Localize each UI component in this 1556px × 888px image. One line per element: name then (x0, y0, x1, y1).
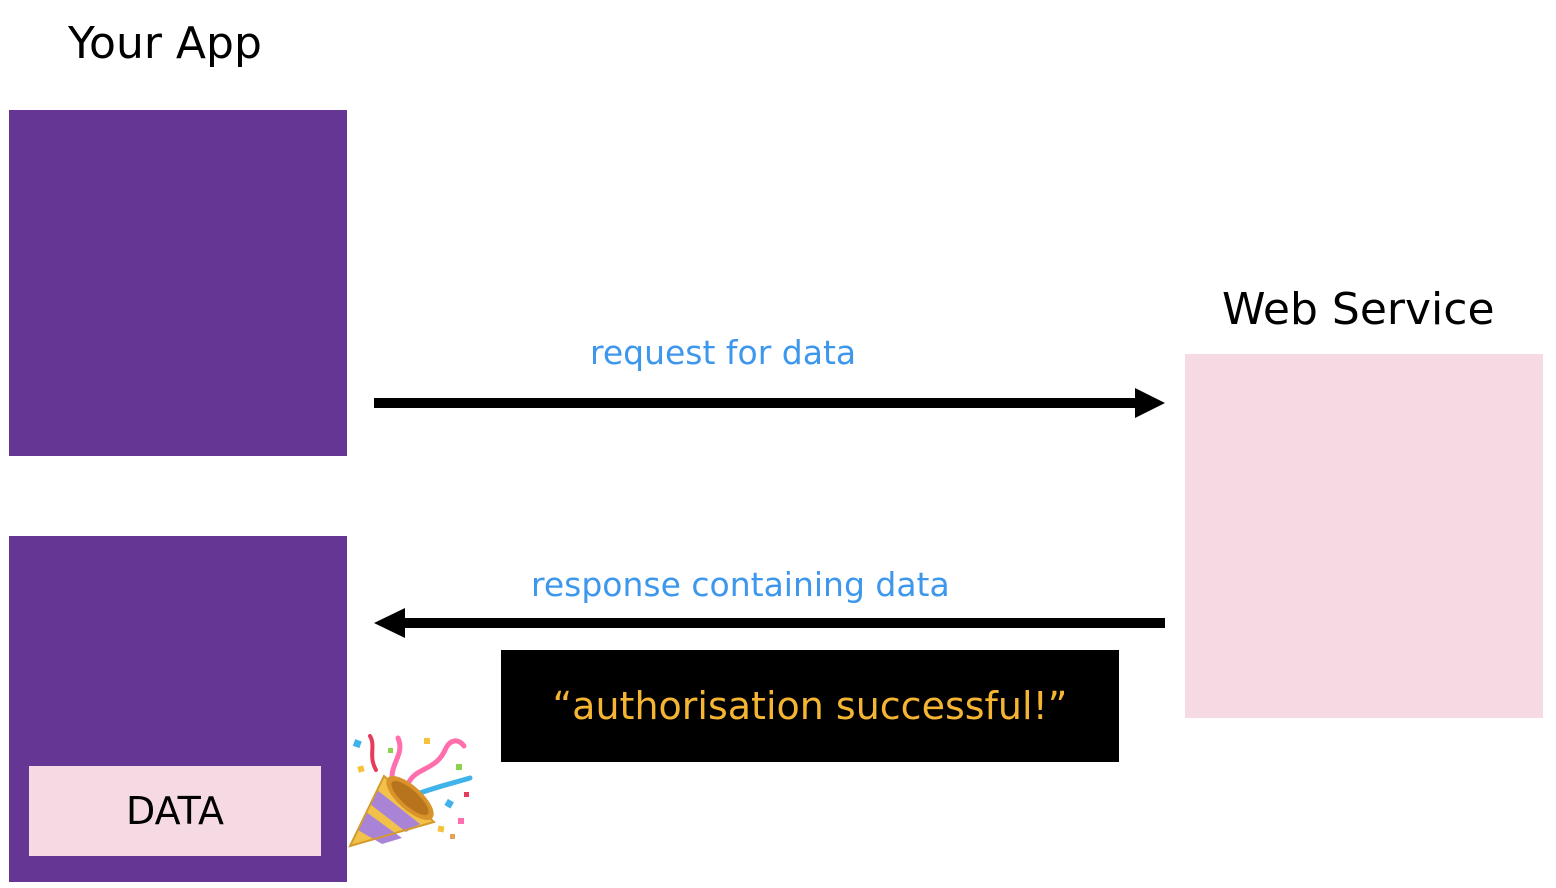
app-box-after: DATA (9, 536, 347, 882)
authorisation-status-banner: “authorisation successful!” (501, 650, 1119, 762)
app-box-before (9, 110, 347, 456)
request-label: request for data (590, 333, 857, 372)
your-app-title: Your App (68, 18, 262, 69)
web-service-title: Web Service (1222, 284, 1495, 335)
party-popper-icon (348, 734, 473, 848)
response-arrow (374, 608, 1165, 638)
request-arrow (374, 388, 1165, 418)
web-service-box (1185, 354, 1543, 718)
data-block: DATA (29, 766, 321, 856)
response-label: response containing data (531, 565, 950, 604)
